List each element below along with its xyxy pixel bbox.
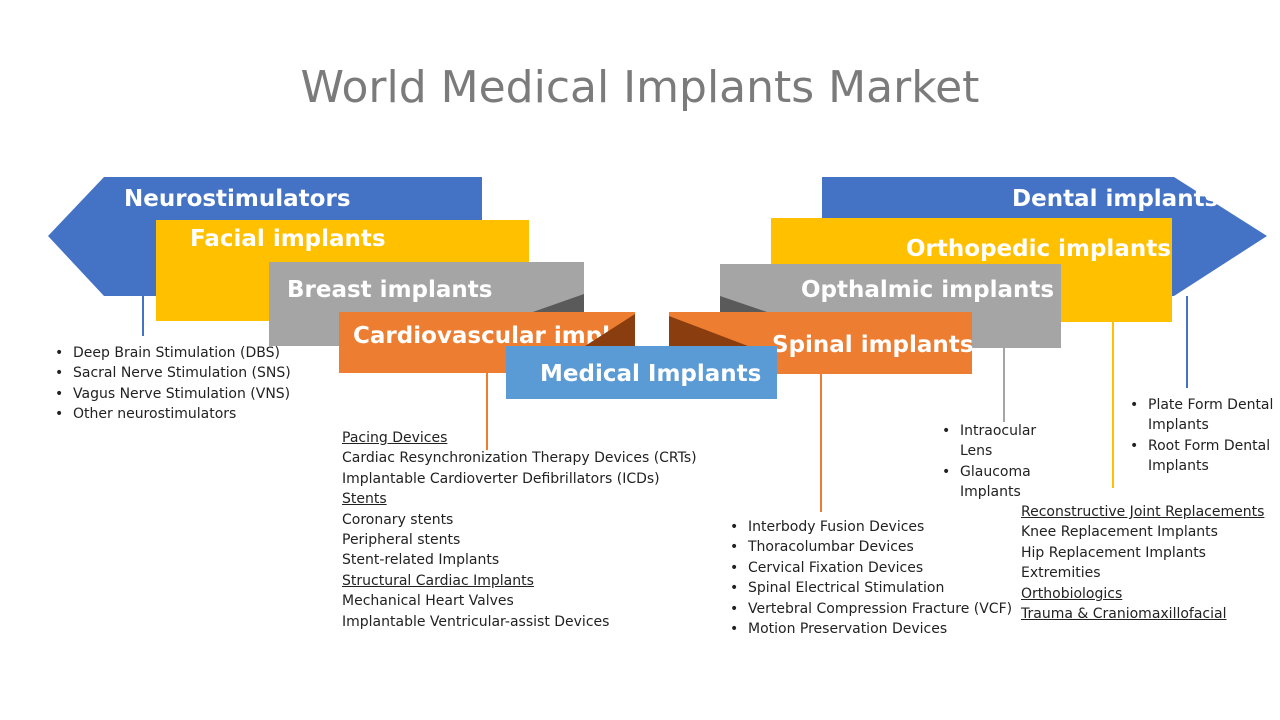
list-item: Other neurostimulators [55, 404, 291, 425]
list-item: Hip Replacement Implants [1021, 544, 1206, 561]
facial-implants-label: Facial implants [190, 226, 386, 252]
dental-list: Plate Form Dental ImplantsRoot Form Dent… [1130, 395, 1275, 477]
list-item: Implantable Cardioverter Defibrillators … [342, 470, 660, 487]
list-header: Stents [342, 491, 387, 508]
neuro-list: Deep Brain Stimulation (DBS)Sacral Nerve… [55, 343, 291, 425]
list-item: Plate Form Dental Implants [1130, 395, 1275, 436]
list-item: Vagus Nerve Stimulation (VNS) [55, 384, 291, 405]
list-item: Cardiac Resynchronization Therapy Device… [342, 450, 697, 467]
spinal-connector [820, 372, 822, 512]
page-title: World Medical Implants Market [300, 62, 980, 113]
opthalmic-connector [1003, 346, 1005, 422]
list-item: Stent-related Implants [342, 552, 500, 569]
dental-connector [1186, 296, 1188, 388]
neuro-connector [142, 290, 144, 336]
spinal-list: Interbody Fusion DevicesThoracolumbar De… [730, 517, 1012, 640]
medical-implants-box [506, 346, 777, 399]
list-item: Knee Replacement Implants [1021, 524, 1218, 541]
dental-implants-label: Dental implants [1012, 186, 1219, 212]
list-header: Structural Cardiac Implants [342, 572, 534, 589]
list-item: Mechanical Heart Valves [342, 593, 514, 610]
list-item: Coronary stents [342, 511, 454, 528]
list-item: Glaucoma Implants [942, 462, 1072, 503]
list-header: Pacing Devices [342, 430, 448, 446]
list-header: Reconstructive Joint Replacements [1021, 504, 1265, 520]
list-header: Trauma & Craniomaxillofacial [1021, 606, 1227, 623]
list-item: Vertebral Compression Fracture (VCF) [730, 599, 1012, 620]
neurostimulators-label: Neurostimulators [124, 186, 351, 212]
list-item: Cervical Fixation Devices [730, 558, 1012, 579]
list-item: Extremities [1021, 565, 1101, 582]
list-item: Motion Preservation Devices [730, 619, 1012, 640]
list-item: Sacral Nerve Stimulation (SNS) [55, 363, 291, 384]
orthopedic-implants-label: Orthopedic implants [906, 236, 1171, 262]
medical-implants-label: Medical Implants [540, 361, 762, 387]
list-header: Orthobiologics [1021, 585, 1123, 602]
spinal-implants-label: Spinal implants [772, 332, 974, 358]
list-item: Peripheral stents [342, 532, 461, 549]
list-item: Thoracolumbar Devices [730, 537, 1012, 558]
list-item: Deep Brain Stimulation (DBS) [55, 343, 291, 364]
opthalmic-list: Intraocular LensGlaucoma Implants [942, 421, 1072, 503]
list-item: Root Form Dental Implants [1130, 436, 1275, 477]
cardio-connector [486, 370, 488, 450]
ortho-connector [1112, 322, 1114, 488]
list-item: Implantable Ventricular-assist Devices [342, 613, 610, 630]
list-item: Spinal Electrical Stimulation [730, 578, 1012, 599]
opthalmic-implants-label: Opthalmic implants [801, 277, 1055, 303]
list-item: Interbody Fusion Devices [730, 517, 1012, 538]
list-item: Intraocular Lens [942, 421, 1072, 462]
breast-implants-label: Breast implants [287, 277, 493, 303]
